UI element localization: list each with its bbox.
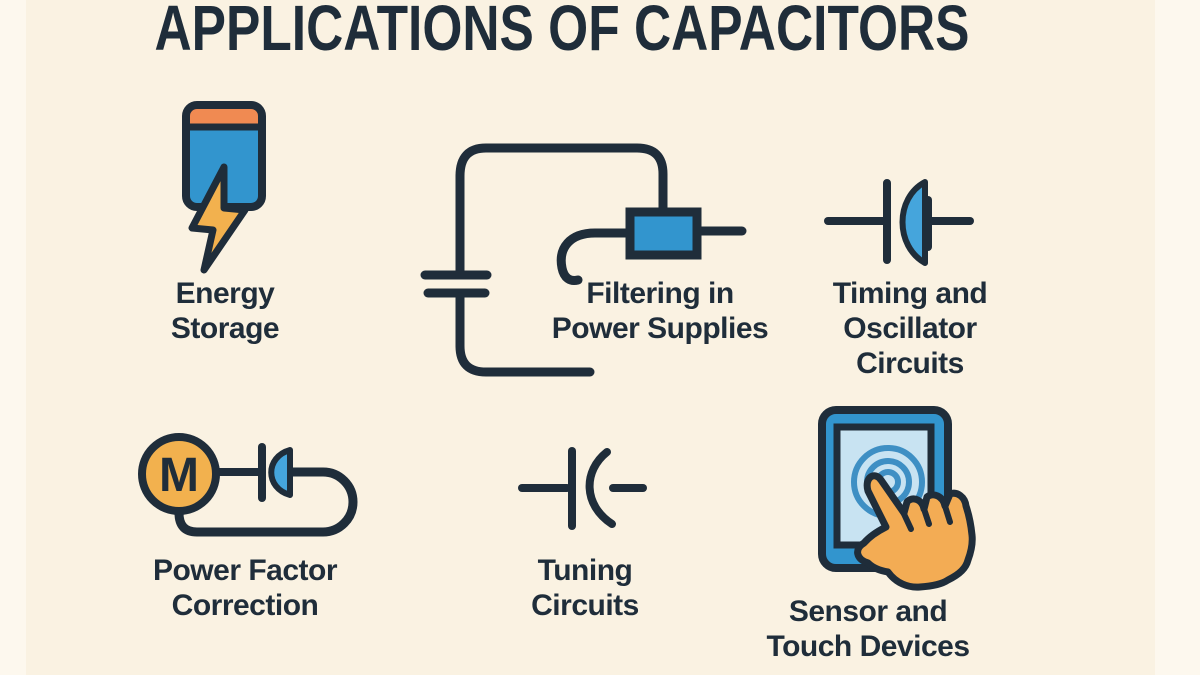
touchscreen-hand-icon [818, 406, 976, 591]
label-line: Timing and [832, 277, 988, 310]
label-line: Sensor and [788, 595, 948, 628]
filter-circuit-icon [420, 143, 747, 377]
label-line: Touch Devices [766, 630, 970, 663]
label-line: Power Supplies [551, 312, 769, 345]
motor-capacitor-icon: M [138, 433, 358, 537]
label-line: Oscillator [843, 312, 977, 345]
label-energy-storage: Energy Storage [115, 276, 335, 346]
label-line: Circuits [531, 589, 639, 622]
label-line: Filtering in [586, 277, 734, 310]
motor-circle [138, 433, 220, 515]
right-edge-strip [1155, 0, 1200, 675]
label-line: Power Factor [152, 554, 338, 587]
label-filtering: Filtering in Power Supplies [520, 276, 800, 346]
label-sensor-touch: Sensor and Touch Devices [748, 594, 988, 664]
label-timing: Timing and Oscillator Circuits [790, 276, 1030, 381]
label-line: Tuning [537, 554, 633, 587]
label-line: Energy [175, 277, 275, 310]
title-svg: APPLICATIONS OF CAPACITORS [155, 0, 970, 64]
label-line: Correction [171, 589, 319, 622]
left-edge-strip [0, 0, 26, 675]
label-power-factor: Power Factor Correction [115, 553, 375, 623]
page-title: APPLICATIONS OF CAPACITORS [155, 0, 970, 64]
label-line: Circuits [856, 347, 964, 380]
label-tuning: Tuning Circuits [465, 553, 705, 623]
title-bar: APPLICATIONS OF CAPACITORS [0, 0, 1200, 64]
polarized-capacitor-icon [824, 179, 974, 266]
battery-lightning-icon [182, 101, 266, 274]
pointer-hand [854, 472, 976, 591]
variable-capacitor-icon [518, 447, 647, 530]
label-line: Storage [170, 312, 280, 345]
motor-letter: M [159, 449, 199, 502]
